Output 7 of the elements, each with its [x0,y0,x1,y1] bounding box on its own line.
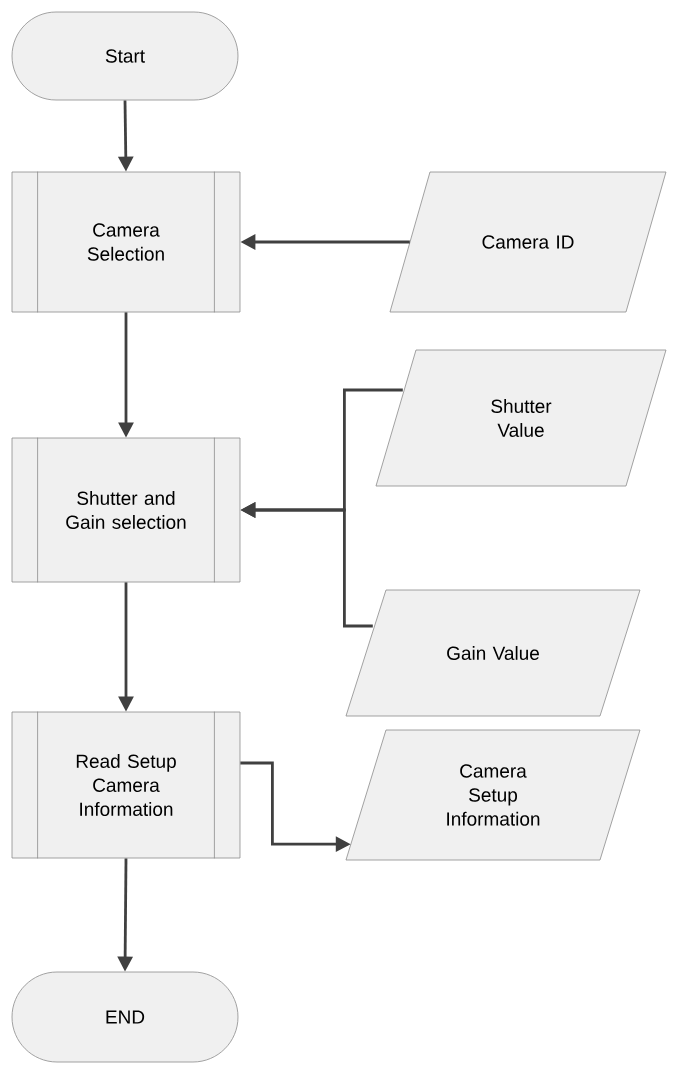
process-box: Read Setup Camera Information [11,711,241,859]
data-parallelogram: Camera ID [389,171,667,313]
data-parallelogram: Shutter Value [375,349,667,487]
data-parallelogram: Gain Value [345,589,641,717]
process-box: Camera Selection [11,171,241,313]
process-box: Shutter and Gain selection [11,437,241,583]
data-parallelogram: Camera Setup Information [345,729,641,861]
